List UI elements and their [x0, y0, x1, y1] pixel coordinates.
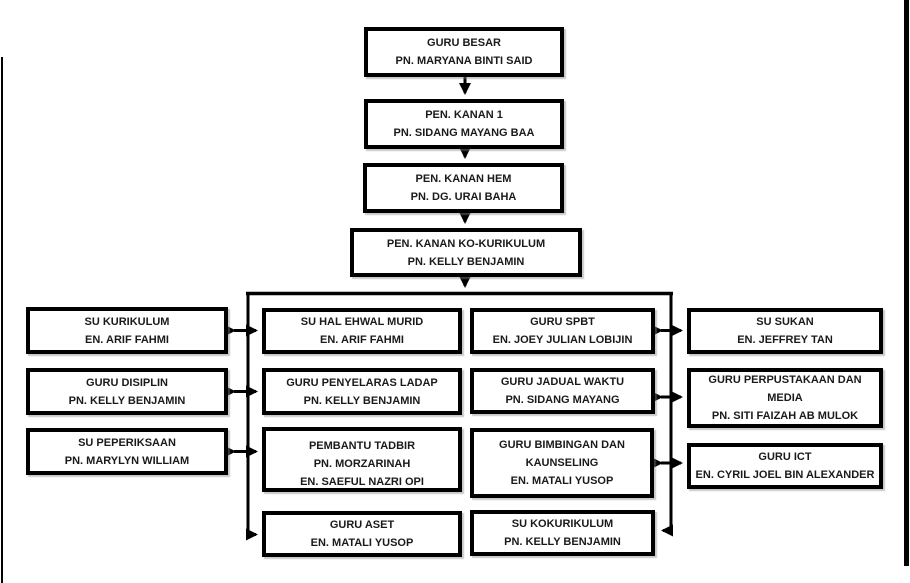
box-guru-spbt: GURU SPBT EN. JOEY JULIAN LOBIJIN [470, 308, 655, 354]
box-person: PN. KELLY BENJAMIN [68, 394, 186, 407]
box-person: PN. DG. URAI BAHA [410, 191, 517, 203]
box-su-kokurikulum: SU KOKURIKULUM PN. KELLY BENJAMIN [470, 510, 655, 556]
box-su-sukan: SU SUKAN EN. JEFFREY TAN [687, 308, 883, 354]
box-person: PN. KELLY BENJAMIN [303, 394, 421, 407]
box-guru-ict: GURU ICT EN. CYRIL JOEL BIN ALEXANDER [687, 443, 883, 489]
box-title: SU KURIKULUM [84, 315, 170, 328]
connector-left-rail [246, 292, 258, 541]
box-su-kurikulum: SU KURIKULUM EN. ARIF FAHMI [26, 307, 228, 354]
box-title: SU PEPERIKSAAN [78, 436, 176, 449]
connector-right-rail [661, 292, 673, 537]
box-person: PN. SIDANG MAYANG BAA [393, 127, 535, 139]
box-pen-kanan-1: PEN. KANAN 1 PN. SIDANG MAYANG BAA [364, 99, 564, 149]
box-person: EN. JOEY JULIAN LOBIJIN [492, 334, 633, 346]
box-person: EN. MATALI YUSOP [310, 537, 414, 549]
box-su-peperiksaan: SU PEPERIKSAAN PN. MARYLYN WILLIAM [26, 428, 228, 475]
box-pembantu-tadbir: PEMBANTU TADBIR PN. MORZARINAH EN. SAEFU… [262, 427, 462, 492]
box-person: PN. MARYANA BINTI SAID [395, 55, 533, 67]
box-person: PN. KELLY BENJAMIN [504, 536, 621, 548]
box-guru-besar: GURU BESAR PN. MARYANA BINTI SAID [364, 27, 564, 77]
box-guru-penyelaras-ladap: GURU PENYELARAS LADAP PN. KELLY BENJAMIN [262, 368, 462, 415]
box-title: PEN. KANAN HEM [415, 173, 512, 185]
box-pen-kanan-kokurikulum: PEN. KANAN KO-KURIKULUM PN. KELLY BENJAM… [350, 228, 582, 277]
box-title: SU SUKAN [756, 316, 814, 328]
box-title: GURU ASET [329, 519, 395, 531]
box-person: PN. MORZARINAH [313, 458, 411, 470]
box-person: PN. SITI FAIZAH AB MULOK [711, 410, 859, 422]
box-title: SU KOKURIKULUM [511, 518, 614, 530]
box-person: EN. JEFFREY TAN [737, 334, 833, 346]
box-title: GURU BESAR [427, 37, 501, 49]
box-title: SU HAL EHWAL MURID [300, 316, 424, 328]
box-pen-kanan-hem: PEN. KANAN HEM PN. DG. URAI BAHA [363, 163, 564, 213]
box-person: PN. MARYLYN WILLIAM [64, 454, 190, 467]
box-su-hal-ehwal-murid: SU HAL EHWAL MURID EN. ARIF FAHMI [262, 308, 462, 354]
box-guru-perpustakaan-media: GURU PERPUSTAKAAN DAN MEDIA PN. SITI FAI… [687, 368, 883, 428]
box-person-2: EN. SAEFUL NAZRI OPI [300, 476, 424, 488]
box-guru-aset: GURU ASET EN. MATALI YUSOP [262, 511, 462, 557]
box-guru-disiplin: GURU DISIPLIN PN. KELLY BENJAMIN [26, 368, 228, 415]
box-title: PEN. KANAN 1 [425, 109, 503, 121]
box-person: EN. CYRIL JOEL BIN ALEXANDER [695, 469, 875, 481]
box-title: GURU BIMBINGAN DAN KAUNSELING [499, 439, 625, 469]
box-title: GURU JADUAL WAKTU [500, 376, 625, 388]
box-person: EN. MATALI YUSOP [510, 475, 614, 487]
box-person: PN. KELLY BENJAMIN [407, 255, 525, 268]
box-title: GURU ICT [758, 451, 812, 463]
left-edge-artifact [1, 57, 3, 583]
box-person: EN. ARIF FAHMI [85, 333, 169, 346]
box-person: PN. SIDANG MAYANG [505, 394, 620, 406]
box-guru-jadual-waktu: GURU JADUAL WAKTU PN. SIDANG MAYANG [470, 368, 655, 414]
box-title: PEN. KANAN KO-KURIKULUM [386, 237, 546, 250]
box-title: GURU SPBT [530, 316, 595, 328]
box-guru-bimbingan-kaunseling: GURU BIMBINGAN DAN KAUNSELING EN. MATALI… [470, 428, 654, 498]
box-title: GURU DISIPLIN [86, 376, 168, 389]
box-person: EN. ARIF FAHMI [320, 334, 404, 346]
right-edge-artifact [904, 0, 909, 566]
box-title: GURU PERPUSTAKAAN DAN MEDIA [708, 374, 862, 404]
box-title: PEMBANTU TADBIR [308, 440, 416, 452]
box-title: GURU PENYELARAS LADAP [286, 376, 438, 389]
